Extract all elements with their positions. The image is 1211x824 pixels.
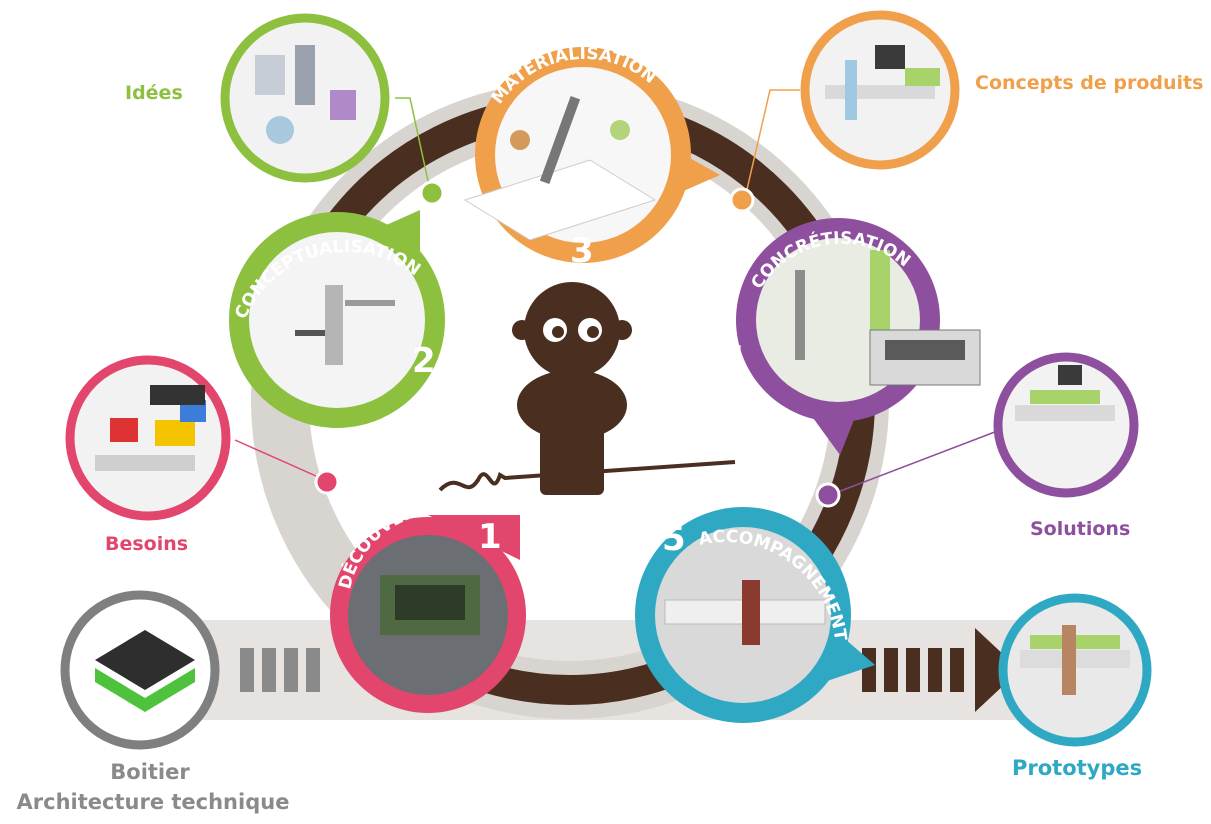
prototypes-image	[998, 593, 1152, 747]
node-solutions	[815, 482, 841, 508]
label-architecture: Architecture technique	[16, 790, 290, 814]
step-3-materialisation: MATÉRIALISATION 3	[463, 44, 720, 271]
idees-image	[220, 13, 390, 183]
step-4-number: 4	[722, 339, 746, 379]
step-4-concretisation: CONCRÉTISATION 4	[722, 218, 981, 455]
step-2-conceptualisation: CONCEPTUALISATION 2	[229, 210, 445, 428]
step-2-number: 2	[412, 341, 436, 381]
label-prototypes: Prototypes	[1012, 756, 1143, 780]
connector-concepts	[744, 89, 800, 199]
connector-besoins	[234, 439, 326, 481]
concepts-image	[800, 10, 960, 170]
node-idees	[419, 180, 445, 206]
label-besoins: Besoins	[105, 533, 189, 555]
arrow-right-icon	[975, 628, 1020, 712]
besoins-image	[65, 355, 231, 521]
step-1-number: 1	[478, 517, 502, 557]
connector-idees	[395, 97, 431, 191]
step-3-number: 3	[570, 231, 594, 271]
step-5-accompagnement: ACCOMPAGNEMENT 5	[635, 507, 875, 723]
label-idees: Idées	[125, 82, 183, 104]
step-1-decouverte: DÉCOUVERTE 1	[330, 498, 526, 713]
solutions-image	[993, 352, 1139, 498]
connector-solutions	[829, 429, 1001, 496]
label-solutions: Solutions	[1030, 518, 1131, 540]
dashes-left	[240, 648, 320, 692]
label-boitier: Boitier	[110, 760, 190, 784]
node-besoins	[314, 469, 340, 495]
node-concepts	[729, 187, 755, 213]
step-5-number: 5	[662, 519, 686, 559]
mascot-icon	[438, 282, 736, 495]
label-concepts: Concepts de produits	[975, 72, 1204, 94]
boitier-image	[60, 590, 220, 750]
